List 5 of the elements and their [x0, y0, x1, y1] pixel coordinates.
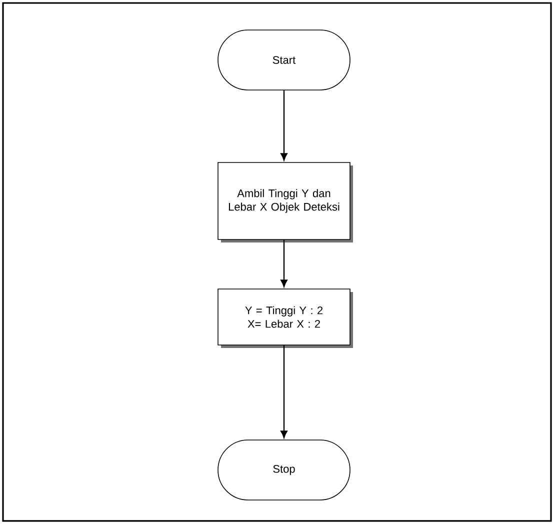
arrow	[280, 90, 288, 161]
process-box: Ambil Tinggi Y dan Lebar X Objek Deteksi	[218, 162, 353, 242]
arrow	[280, 240, 288, 288]
arrow	[280, 345, 288, 438]
process-box: Y = Tinggi Y : 2 X= Lebar X : 2	[218, 288, 353, 348]
